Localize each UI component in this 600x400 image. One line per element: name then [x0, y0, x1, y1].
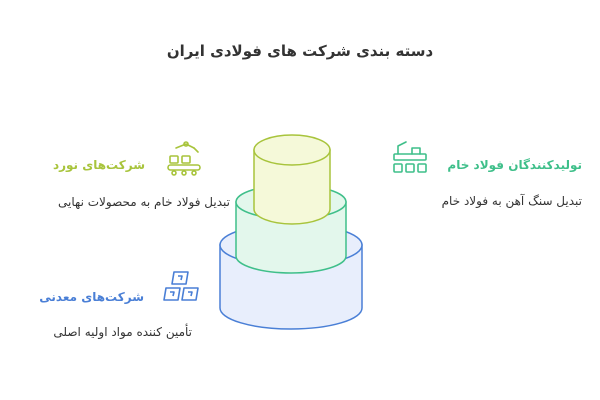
rolling-companies-description: تبدیل فولاد خام به محصولات نهایی: [58, 195, 230, 209]
mining-companies-label: شرکت‌های معدنی: [39, 290, 144, 304]
steel-production-line-icon: [393, 141, 427, 173]
top-tier: [253, 134, 331, 225]
mining-companies-description: تأمین کننده مواد اولیه اصلی: [53, 325, 192, 339]
ore-blocks-icon: [163, 271, 199, 301]
conveyor-robot-arm-icon: [167, 141, 201, 176]
crude-steel-producers-label: تولیدکنندگان فولاد خام: [447, 158, 582, 172]
diagram-title: دسته بندی شرکت های فولادی ایران: [166, 42, 434, 60]
rolling-companies-label: شرکت‌های نورد: [52, 158, 145, 172]
crude-steel-producers-description: تبدیل سنگ آهن به فولاد خام: [441, 194, 582, 208]
